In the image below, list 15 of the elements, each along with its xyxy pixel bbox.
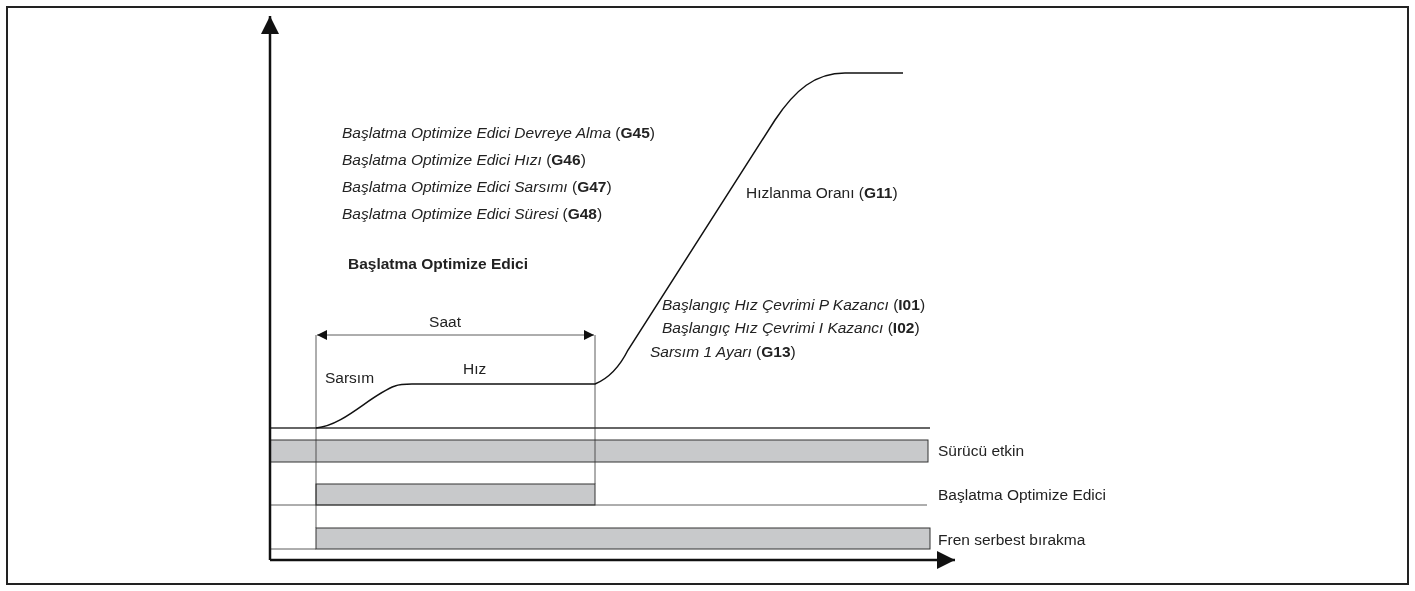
parameter-label: Başlatma Optimize Edici Hızı (G46): [342, 151, 586, 169]
parameter-label: Hızlanma Oranı (G11): [746, 184, 898, 202]
dimension-label: Saat: [429, 313, 461, 331]
phase-label: Hız: [463, 360, 487, 378]
parameter-label: Başlatma Optimize Edici Süresi (G48): [342, 205, 603, 223]
parameter-label: Başlangıç Hız Çevrimi I Kazancı (I02): [662, 319, 920, 337]
parameter-label: Sarsım 1 Ayarı (G13): [650, 343, 796, 361]
parameter-label: Başlatma Optimize Edici Devreye Alma (G45): [342, 124, 655, 142]
section-heading: Başlatma Optimize Edici: [348, 255, 529, 273]
parameter-label: Başlatma Optimize Edici Sarsımı (G47): [342, 178, 612, 196]
parameter-label: Başlangıç Hız Çevrimi P Kazancı (I01): [662, 296, 926, 314]
signal-label: Başlatma Optimize Edici: [938, 486, 1106, 504]
signal-label: Sürücü etkin: [938, 442, 1025, 460]
signal-label: Fren serbest bırakma: [938, 531, 1086, 549]
phase-label: Sarsım: [325, 369, 375, 387]
